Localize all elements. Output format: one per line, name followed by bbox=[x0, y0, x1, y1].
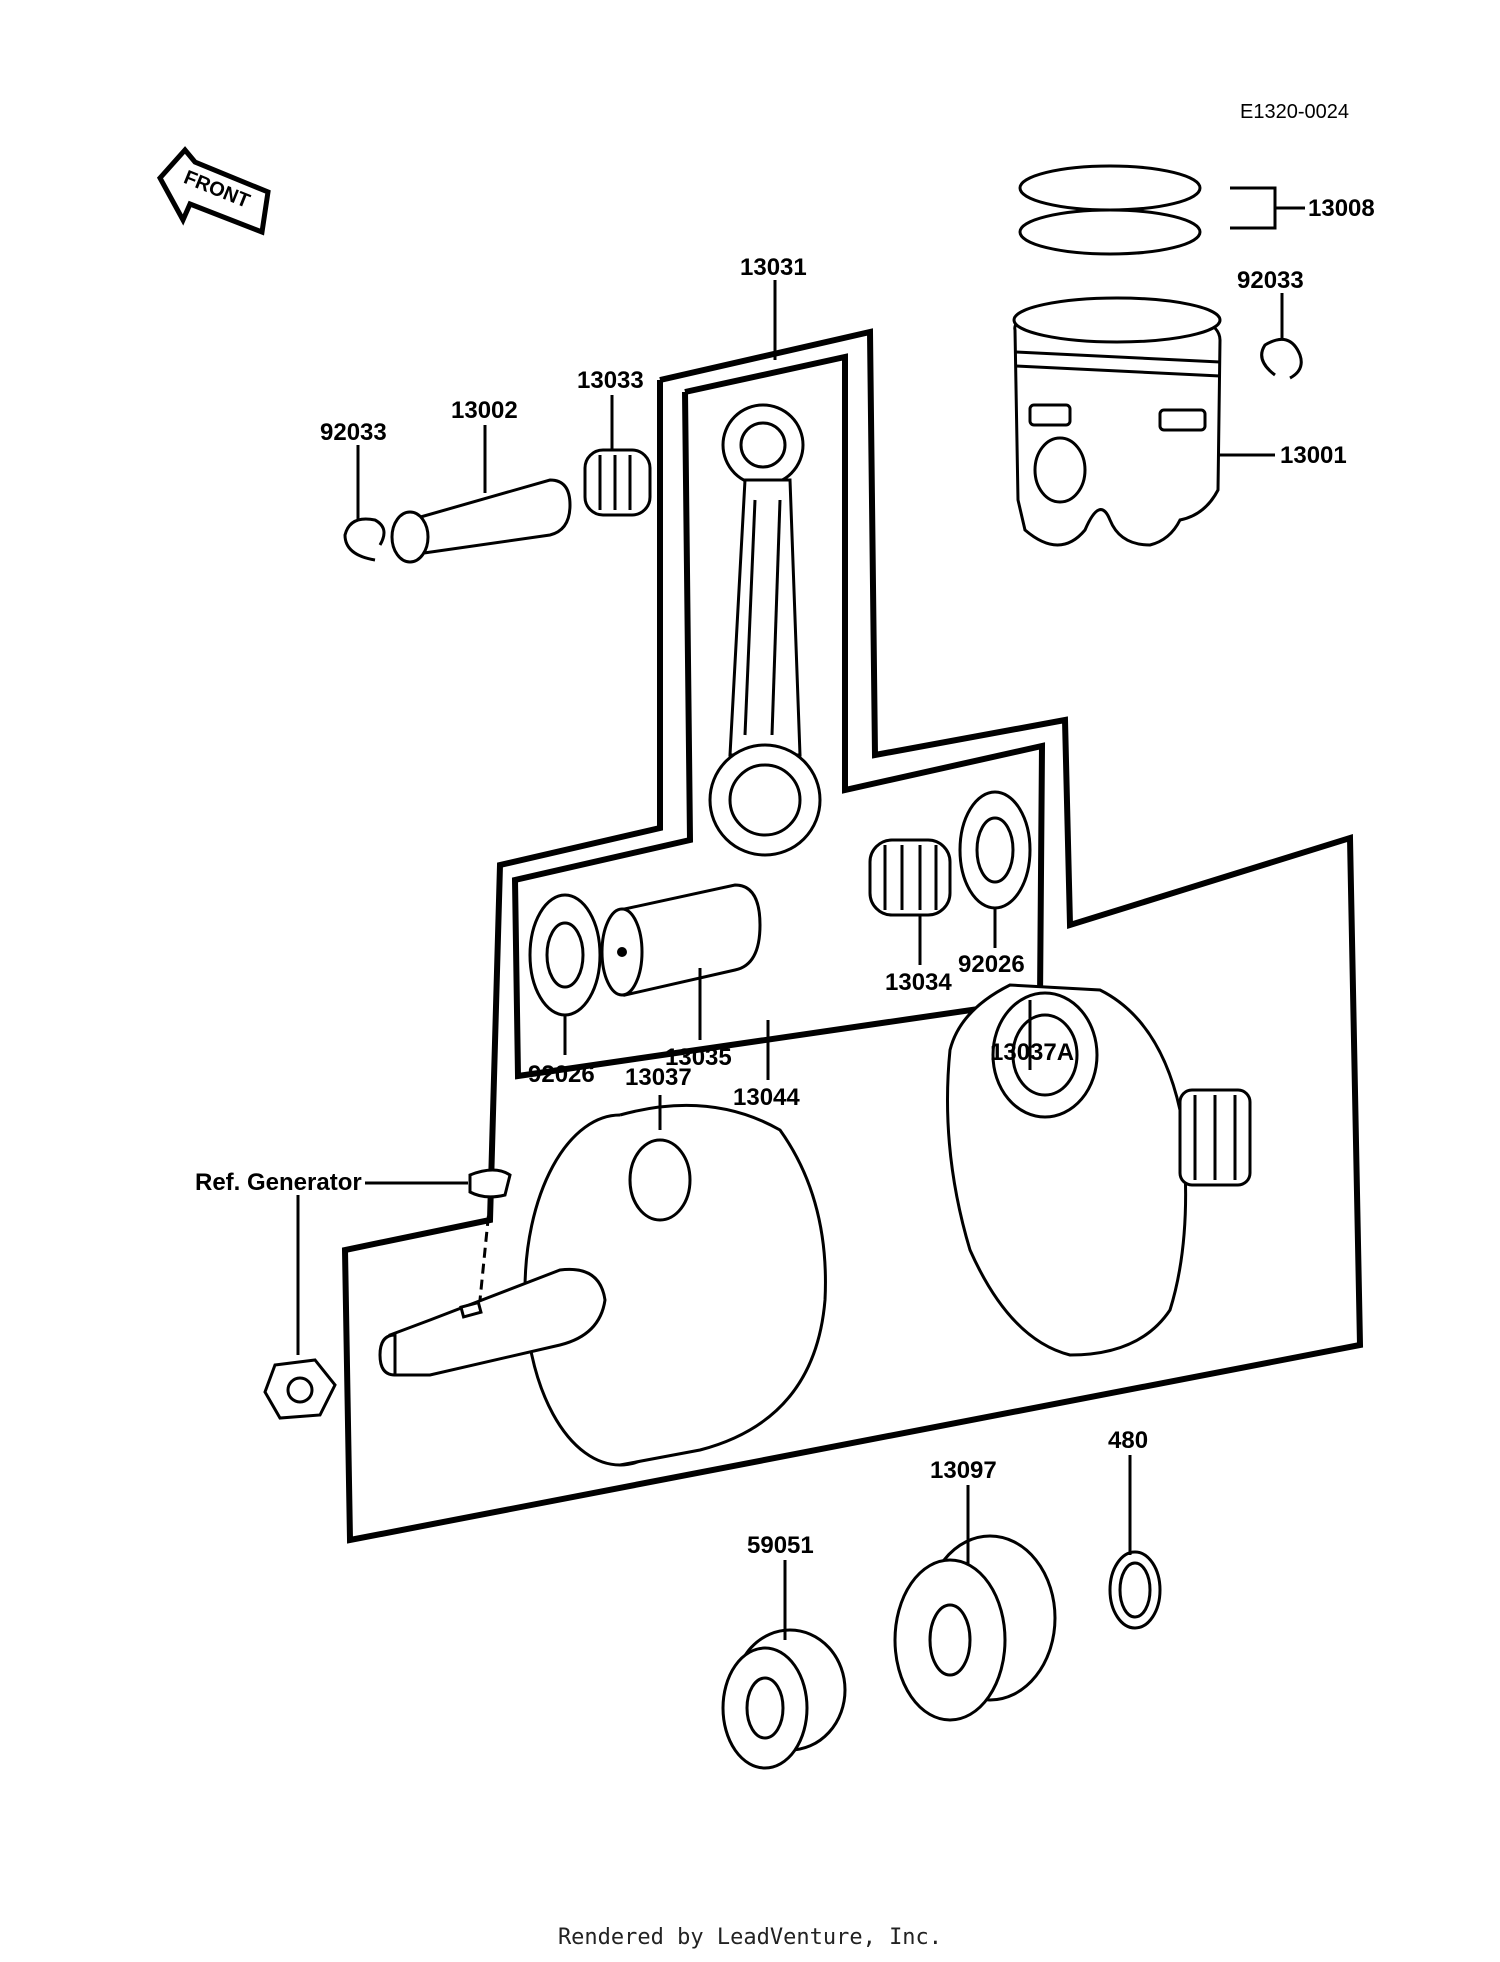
piston-pin bbox=[390, 478, 572, 564]
label-13097: 13097 bbox=[930, 1457, 997, 1484]
label-13034: 13034 bbox=[885, 969, 952, 996]
label-59051: 59051 bbox=[747, 1532, 814, 1559]
label-13033: 13033 bbox=[577, 367, 644, 394]
needle-bearing-big-end bbox=[868, 838, 952, 917]
thrust-washer-left bbox=[528, 893, 602, 1017]
label-13031: 13031 bbox=[740, 254, 807, 281]
gear-59051 bbox=[721, 1628, 847, 1770]
label-13037A: 13037A bbox=[990, 1039, 1074, 1066]
label-13035: 13035 bbox=[665, 1044, 732, 1071]
label-13008: 13008 bbox=[1308, 195, 1375, 222]
crank-half-right bbox=[946, 983, 1252, 1357]
diagram-code: E1320-0024 bbox=[1240, 101, 1349, 123]
crank-half-left bbox=[378, 1103, 827, 1467]
connecting-rod bbox=[708, 403, 822, 857]
crank-pin bbox=[600, 883, 762, 997]
nut bbox=[263, 1358, 337, 1420]
piston bbox=[1012, 296, 1275, 547]
label-ref-generator: Ref. Generator bbox=[195, 1169, 362, 1196]
woodruff-key bbox=[468, 1168, 512, 1199]
label-13001: 13001 bbox=[1280, 442, 1347, 469]
label-92033-left: 92033 bbox=[320, 419, 387, 446]
label-13044: 13044 bbox=[733, 1084, 800, 1111]
label-13002: 13002 bbox=[451, 397, 518, 424]
assembly-outline-outer bbox=[341, 328, 1364, 1544]
label-92033-right: 92033 bbox=[1237, 267, 1304, 294]
needle-bearing-small-end bbox=[583, 448, 652, 517]
label-92026-left: 92026 bbox=[528, 1061, 595, 1088]
label-480: 480 bbox=[1108, 1427, 1148, 1454]
label-92026-right: 92026 bbox=[958, 951, 1025, 978]
circlip-right bbox=[1260, 337, 1303, 380]
thrust-washer-right bbox=[958, 790, 1032, 910]
footer-credit: Rendered by LeadVenture, Inc. bbox=[557, 1925, 943, 1950]
circlip-left bbox=[343, 517, 386, 562]
front-arrow-icon: FRONT bbox=[156, 146, 271, 236]
circlip-480 bbox=[1108, 1550, 1162, 1630]
gear-13097 bbox=[893, 1534, 1057, 1722]
piston-rings bbox=[1018, 164, 1305, 256]
label-13037: 13037 bbox=[625, 1064, 692, 1091]
